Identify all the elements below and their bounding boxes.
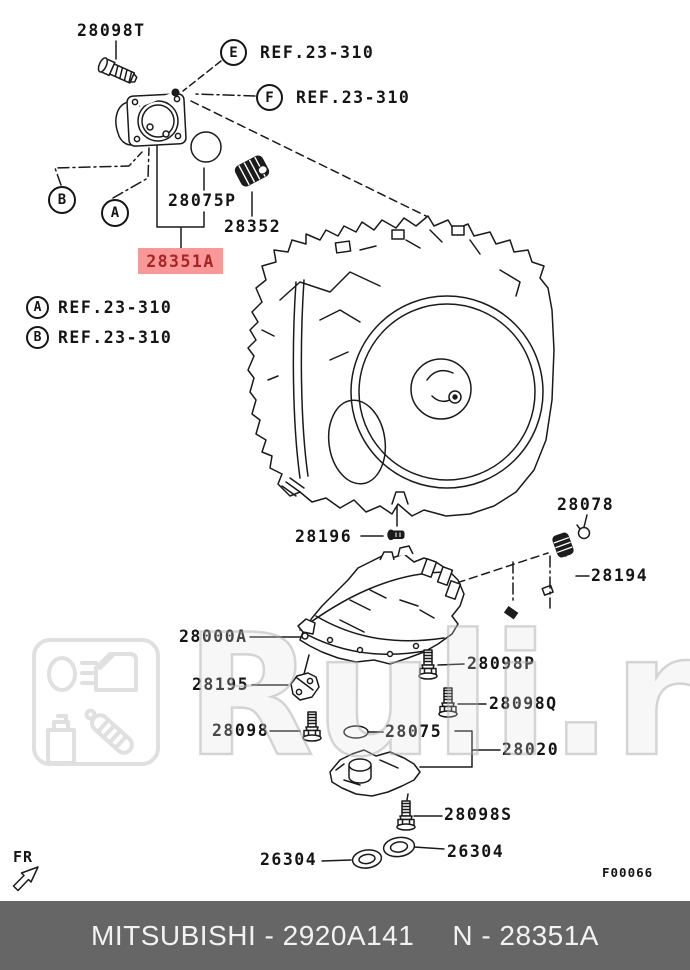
bracket-28020-lines (419, 730, 501, 768)
part-label-28075: 28075 (385, 722, 443, 741)
dipstick-28194-drawing (419, 514, 591, 620)
plug-28196-drawing (360, 505, 405, 541)
valve-body-drawing (249, 545, 465, 679)
diagram-line-art (12, 40, 591, 892)
part-label-28075P: 28075P (168, 191, 237, 210)
front-direction-arrow (12, 866, 39, 892)
part-label-28078: 28078 (557, 495, 615, 514)
pump-cover-drawing (115, 88, 187, 147)
ref-circle-F: F (256, 84, 283, 111)
bolt-28098S-drawing (396, 793, 443, 831)
bolt-28098T-drawing (97, 40, 138, 84)
strainer-drawing (329, 749, 421, 797)
ref-label-F: REF.23-310 (296, 88, 411, 107)
footer-brand-part: MITSUBISHI - 2920A141 (91, 919, 415, 951)
locator-circle-B: B (48, 186, 76, 214)
ref-circle-E: E (220, 39, 247, 66)
highlighted-part-label-28351A: 28351A (138, 248, 223, 274)
part-label-28098S: 28098S (444, 805, 513, 824)
watermark-icon-panel (32, 638, 160, 766)
part-label-28194: 28194 (591, 566, 649, 585)
ref-circle-A: A (26, 296, 49, 319)
part-label-28352: 28352 (224, 217, 282, 236)
footer-part-number: N - 28351A (452, 919, 599, 951)
transmission-drawing (247, 215, 555, 517)
clamp-28195-drawing (251, 672, 320, 701)
figure-code-label: F00066 (602, 865, 654, 880)
sleeve-28352-drawing (234, 155, 270, 187)
ref-circle-B: B (26, 326, 49, 349)
ref-label-B: REF.23-310 (58, 328, 173, 347)
part-label-26304-left: 26304 (260, 850, 318, 869)
part-label-28098Q: 28098Q (489, 694, 558, 713)
washers-26304-drawing (321, 836, 445, 869)
part-label-28196: 28196 (295, 527, 353, 546)
part-label-28195: 28195 (192, 675, 250, 694)
part-label-28098: 28098 (212, 721, 270, 740)
bolt-28098-drawing (269, 711, 322, 742)
part-label-28000A: 28000A (179, 627, 248, 646)
ref-label-E: REF.23-310 (260, 43, 375, 62)
ref-label-A: REF.23-310 (58, 298, 173, 317)
oring-28075P-drawing (190, 131, 222, 163)
front-direction-label: FR (13, 848, 34, 866)
oring-28075-drawing (343, 725, 384, 739)
part-label-28098P: 28098P (467, 654, 536, 673)
part-label-28020: 28020 (502, 740, 560, 759)
part-label-28098T: 28098T (77, 21, 146, 40)
bolt-28098Q-drawing (438, 687, 487, 718)
bolt-28098P-drawing (418, 649, 465, 680)
part-label-26304-right: 26304 (447, 842, 505, 861)
footer-bar: MITSUBISHI - 2920A141 N - 28351A (0, 901, 690, 970)
locator-circle-A: A (101, 199, 129, 227)
